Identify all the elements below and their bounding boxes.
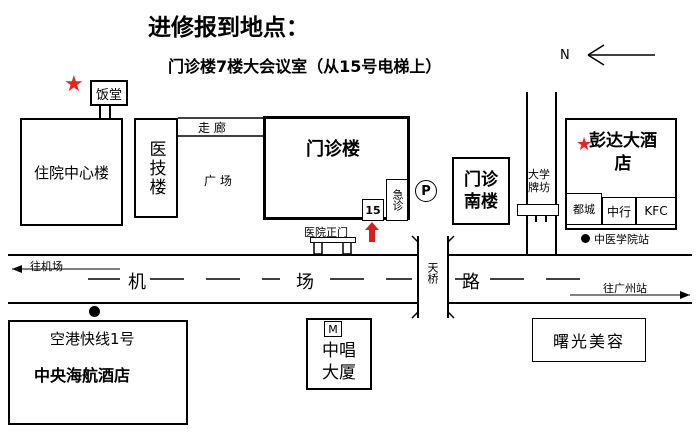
north-label: N bbox=[560, 48, 570, 63]
kfc-label: KFC bbox=[644, 204, 668, 218]
bank-label: 中行 bbox=[606, 204, 631, 219]
pengda-hotel-label: 彭达大酒店 bbox=[589, 131, 657, 174]
road-name-2: 场 bbox=[296, 272, 314, 293]
page-title: 进修报到地点： bbox=[148, 15, 309, 41]
south-outpatient-label: 门诊南楼 bbox=[464, 170, 498, 212]
outpatient-label: 门诊楼 bbox=[306, 139, 360, 160]
to-airport-label: 往机场 bbox=[30, 260, 63, 273]
corridor-label: 走 廊 bbox=[198, 121, 226, 135]
medtech-label: 医技楼 bbox=[145, 139, 166, 197]
tcm-station-label: 中医学院站 bbox=[594, 233, 649, 246]
archway-label: 大学牌坊 bbox=[528, 168, 550, 194]
south-outpatient-building: 门诊南楼 bbox=[452, 157, 510, 225]
zhongchang-tower: M 中唱大厦 bbox=[306, 318, 372, 390]
emergency-label: 急诊 bbox=[391, 189, 404, 211]
road-name-1: 机 bbox=[128, 272, 146, 293]
arrow-up-icon bbox=[365, 222, 379, 242]
inpatient-label: 住院中心楼 bbox=[33, 163, 109, 182]
bus-stop-dot bbox=[89, 306, 100, 317]
parking-label: P bbox=[421, 183, 431, 199]
main-gate-label: 医院正门 bbox=[304, 226, 348, 239]
zhongchang-label: 中唱大厦 bbox=[322, 341, 356, 383]
road-name-3: 路 bbox=[462, 272, 480, 293]
dudu-store: 都城 bbox=[566, 193, 602, 225]
main-gate-bar bbox=[310, 237, 356, 243]
outpatient-building: 门诊楼 急诊 15 bbox=[263, 116, 410, 221]
to-guangzhou-label: 往广州站 bbox=[603, 282, 647, 295]
star-icon: ★ bbox=[64, 72, 84, 97]
page-subtitle: 门诊楼7楼大会议室（从15号电梯上） bbox=[168, 57, 442, 76]
metro-label: M bbox=[328, 322, 338, 336]
aviation-hotel-label: 中央海航酒店 bbox=[34, 366, 131, 385]
elevator-label: 15 bbox=[365, 203, 381, 217]
archway bbox=[517, 204, 559, 216]
parking-icon: P bbox=[415, 180, 437, 202]
star-icon: ★ bbox=[576, 134, 593, 155]
canteen-label: 饭堂 bbox=[95, 87, 122, 103]
elevator-15: 15 bbox=[362, 199, 384, 221]
dudu-label: 都城 bbox=[573, 203, 595, 216]
shuguang-label: 曙光美容 bbox=[552, 332, 625, 351]
bank-branch: 中行 bbox=[602, 197, 636, 225]
kfc-store: KFC bbox=[636, 197, 676, 225]
canteen-building: 饭堂 bbox=[90, 80, 128, 106]
aviation-hotel-building: 空港快线1号 中央海航酒店 bbox=[8, 320, 188, 425]
airport-shuttle-label: 空港快线1号 bbox=[50, 330, 135, 348]
medtech-building: 医技楼 bbox=[134, 118, 178, 218]
metro-sign: M bbox=[324, 321, 342, 337]
bus-stop-dot bbox=[581, 234, 590, 243]
emergency-room: 急诊 bbox=[386, 179, 408, 221]
inpatient-building: 住院中心楼 bbox=[20, 118, 123, 226]
bridge-label: 天桥 bbox=[426, 262, 439, 284]
shuguang-building: 曙光美容 bbox=[532, 318, 646, 362]
square-label: 广 场 bbox=[204, 174, 232, 188]
